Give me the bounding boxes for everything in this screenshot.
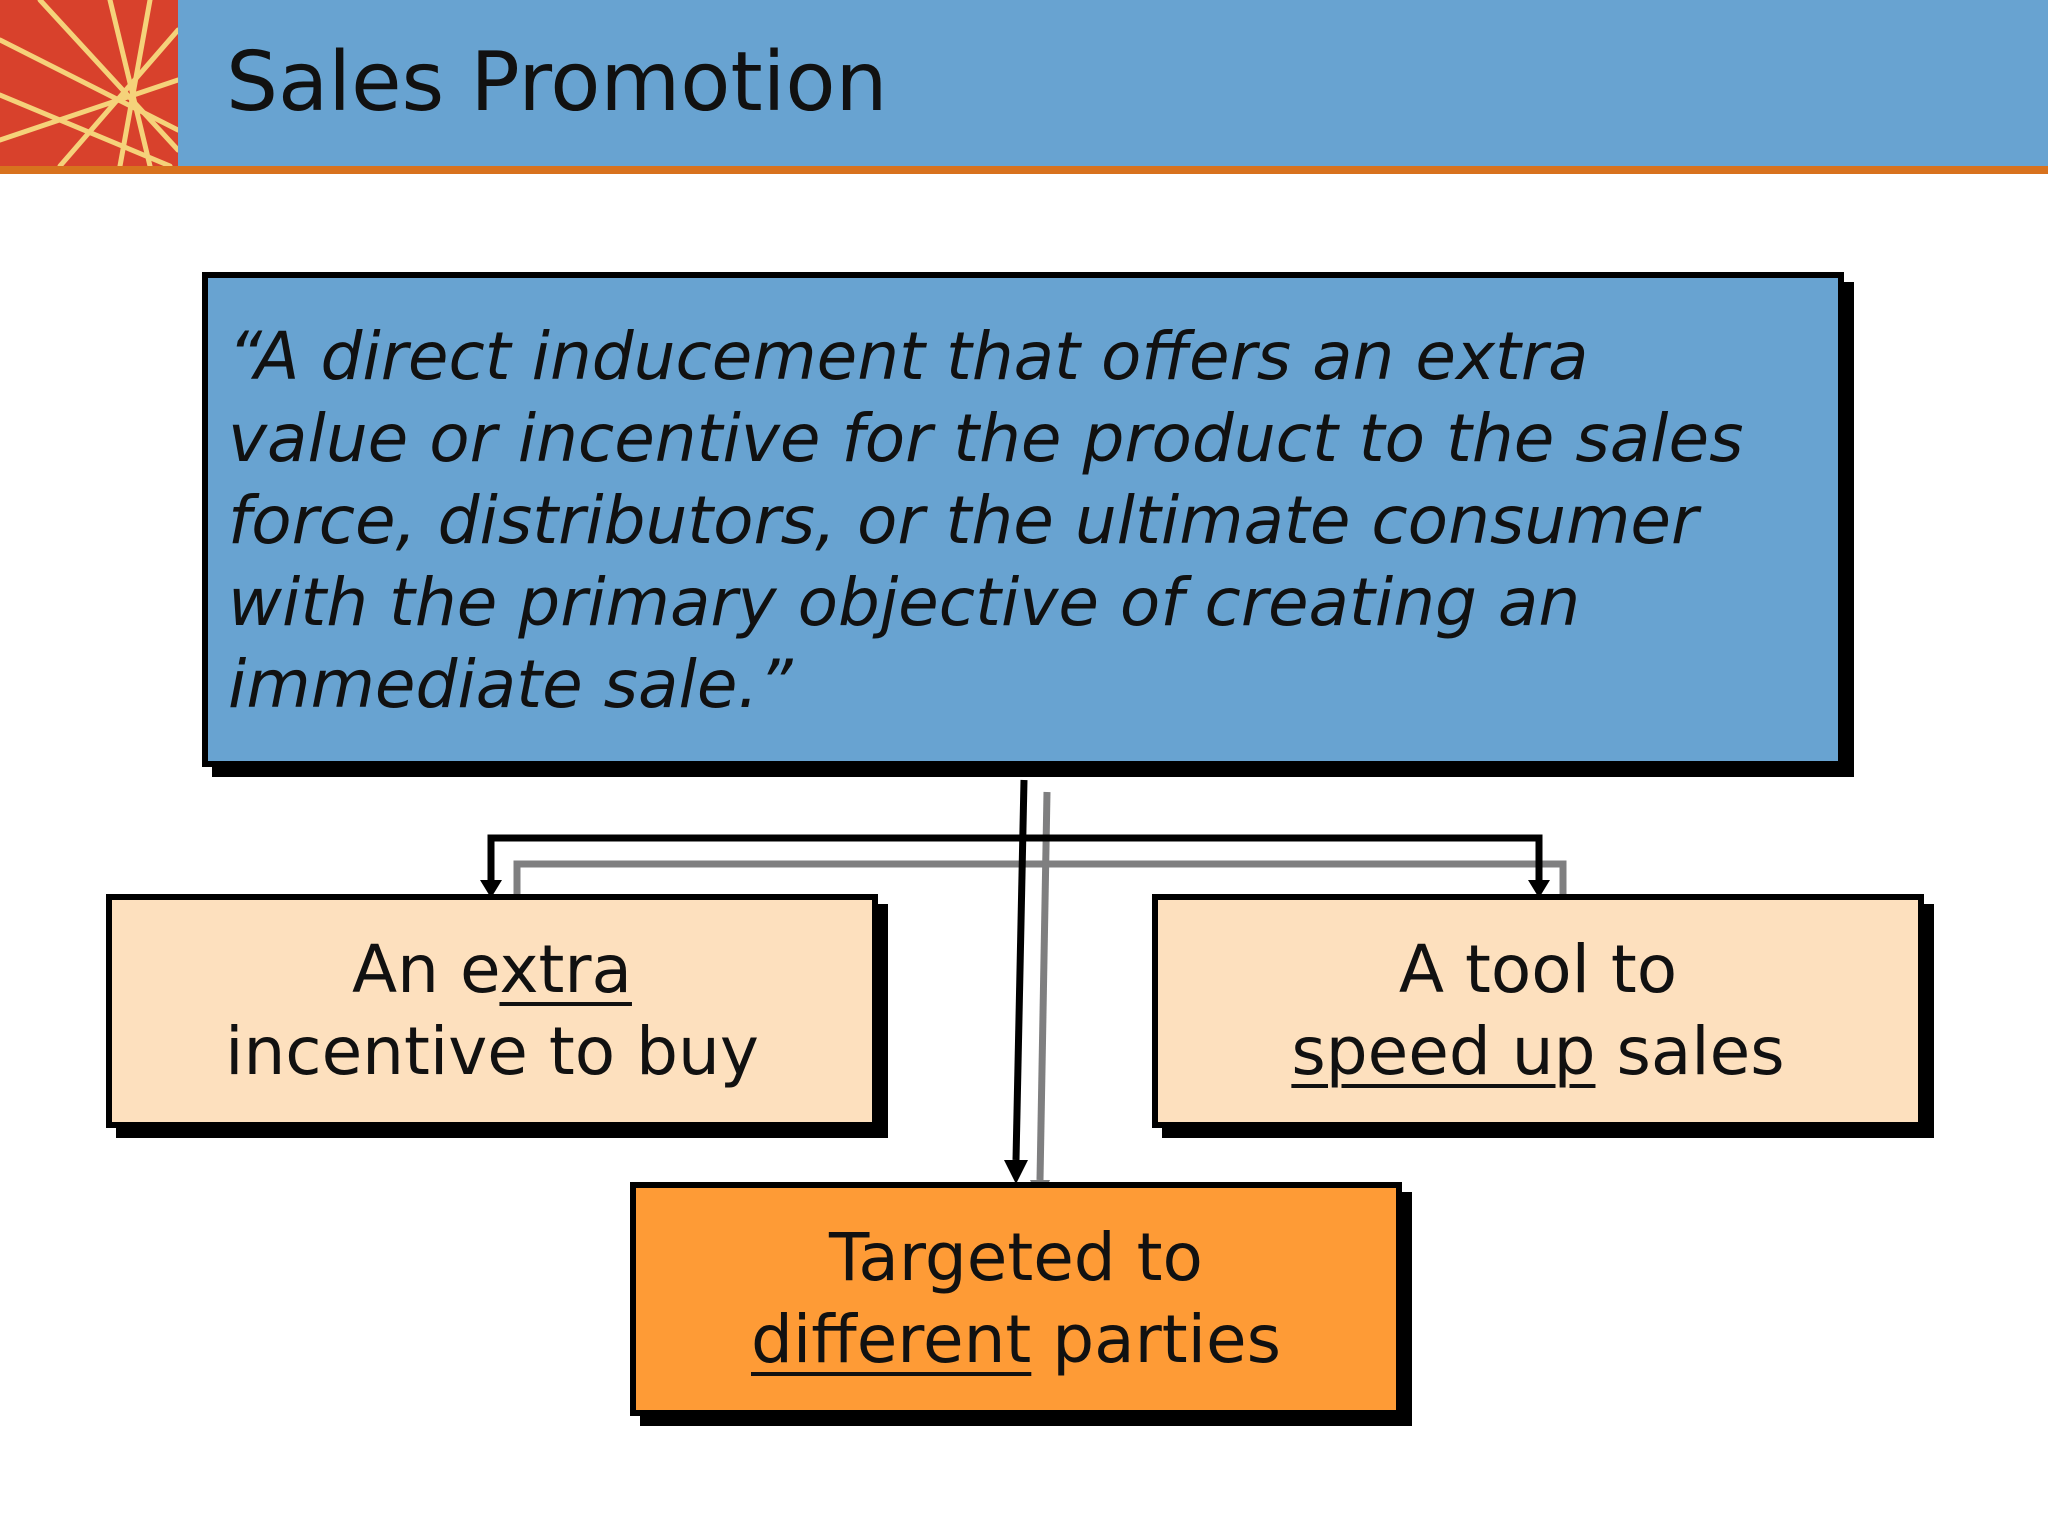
slide-title: Sales Promotion — [226, 35, 888, 130]
black-arrowhead-left — [480, 880, 502, 898]
definition-quote: “A direct inducement that offers an extr… — [228, 318, 1744, 723]
extra-underlined: xtra — [499, 931, 632, 1008]
targeted-line2-post: parties — [1031, 1301, 1281, 1378]
targeted-parties-text: Targeted to different parties — [751, 1217, 1281, 1381]
extra-incentive-line2: incentive to buy — [225, 1013, 759, 1090]
targeted-line1: Targeted to — [829, 1219, 1203, 1296]
extra-incentive-text: An extra incentive to buy — [225, 929, 759, 1093]
header-rule — [0, 166, 2048, 174]
logo-graphic — [0, 0, 178, 166]
header-bar — [0, 0, 2048, 166]
different-underlined: different — [751, 1301, 1032, 1378]
black-arrowhead-right — [1528, 880, 1550, 898]
extra-incentive-line1-pre: An e — [352, 931, 500, 1008]
speed-line1: A tool to — [1398, 931, 1678, 1008]
black-connector — [487, 779, 1543, 1161]
grey-connector — [513, 791, 1567, 1181]
speed-line2-post: sales — [1595, 1013, 1785, 1090]
speed-up-sales-box: A tool to speed up sales — [1152, 894, 1924, 1128]
speed-up-sales-text: A tool to speed up sales — [1291, 929, 1784, 1093]
black-arrowhead-center — [1004, 1160, 1028, 1184]
definition-box: “A direct inducement that offers an extr… — [202, 272, 1844, 767]
speed-up-underlined: speed up — [1291, 1013, 1596, 1090]
targeted-parties-box: Targeted to different parties — [630, 1182, 1402, 1416]
extra-incentive-box: An extra incentive to buy — [106, 894, 878, 1128]
